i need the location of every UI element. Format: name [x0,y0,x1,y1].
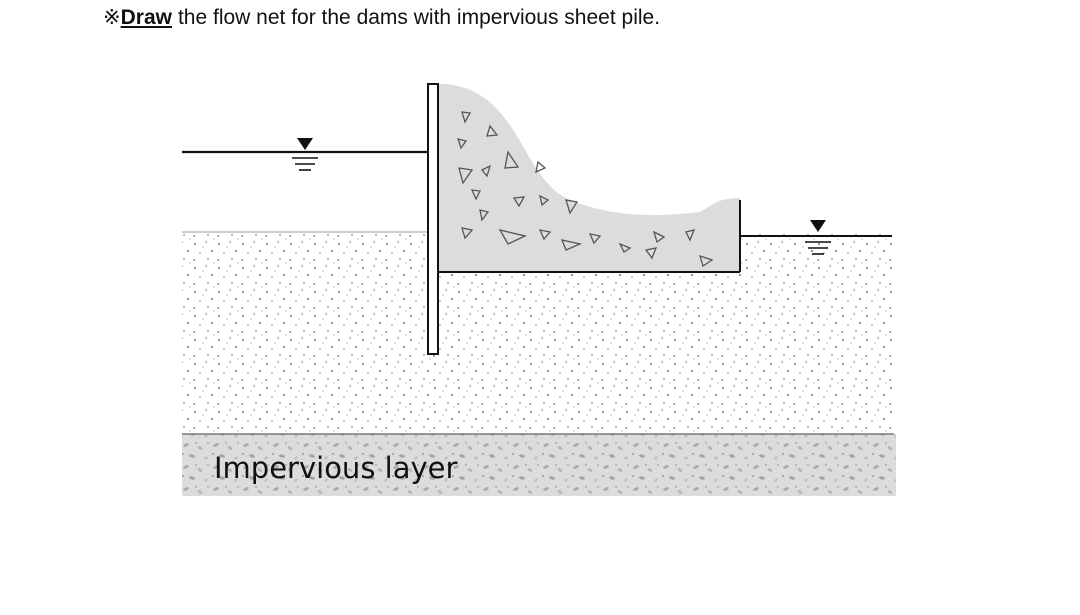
instruction-text: the flow net for the dams with imperviou… [177,6,661,29]
concrete-dam [438,84,740,272]
impervious-layer [182,434,896,496]
reference-mark: ※ [103,6,121,29]
downstream-water-level-symbol [805,220,831,255]
concrete-aggregate [457,111,714,268]
impervious-layer-label: Impervious layer [214,451,457,485]
upstream-water-level-symbol [292,138,318,171]
instruction-verb: Draw [120,6,172,29]
sheet-pile [427,83,439,355]
